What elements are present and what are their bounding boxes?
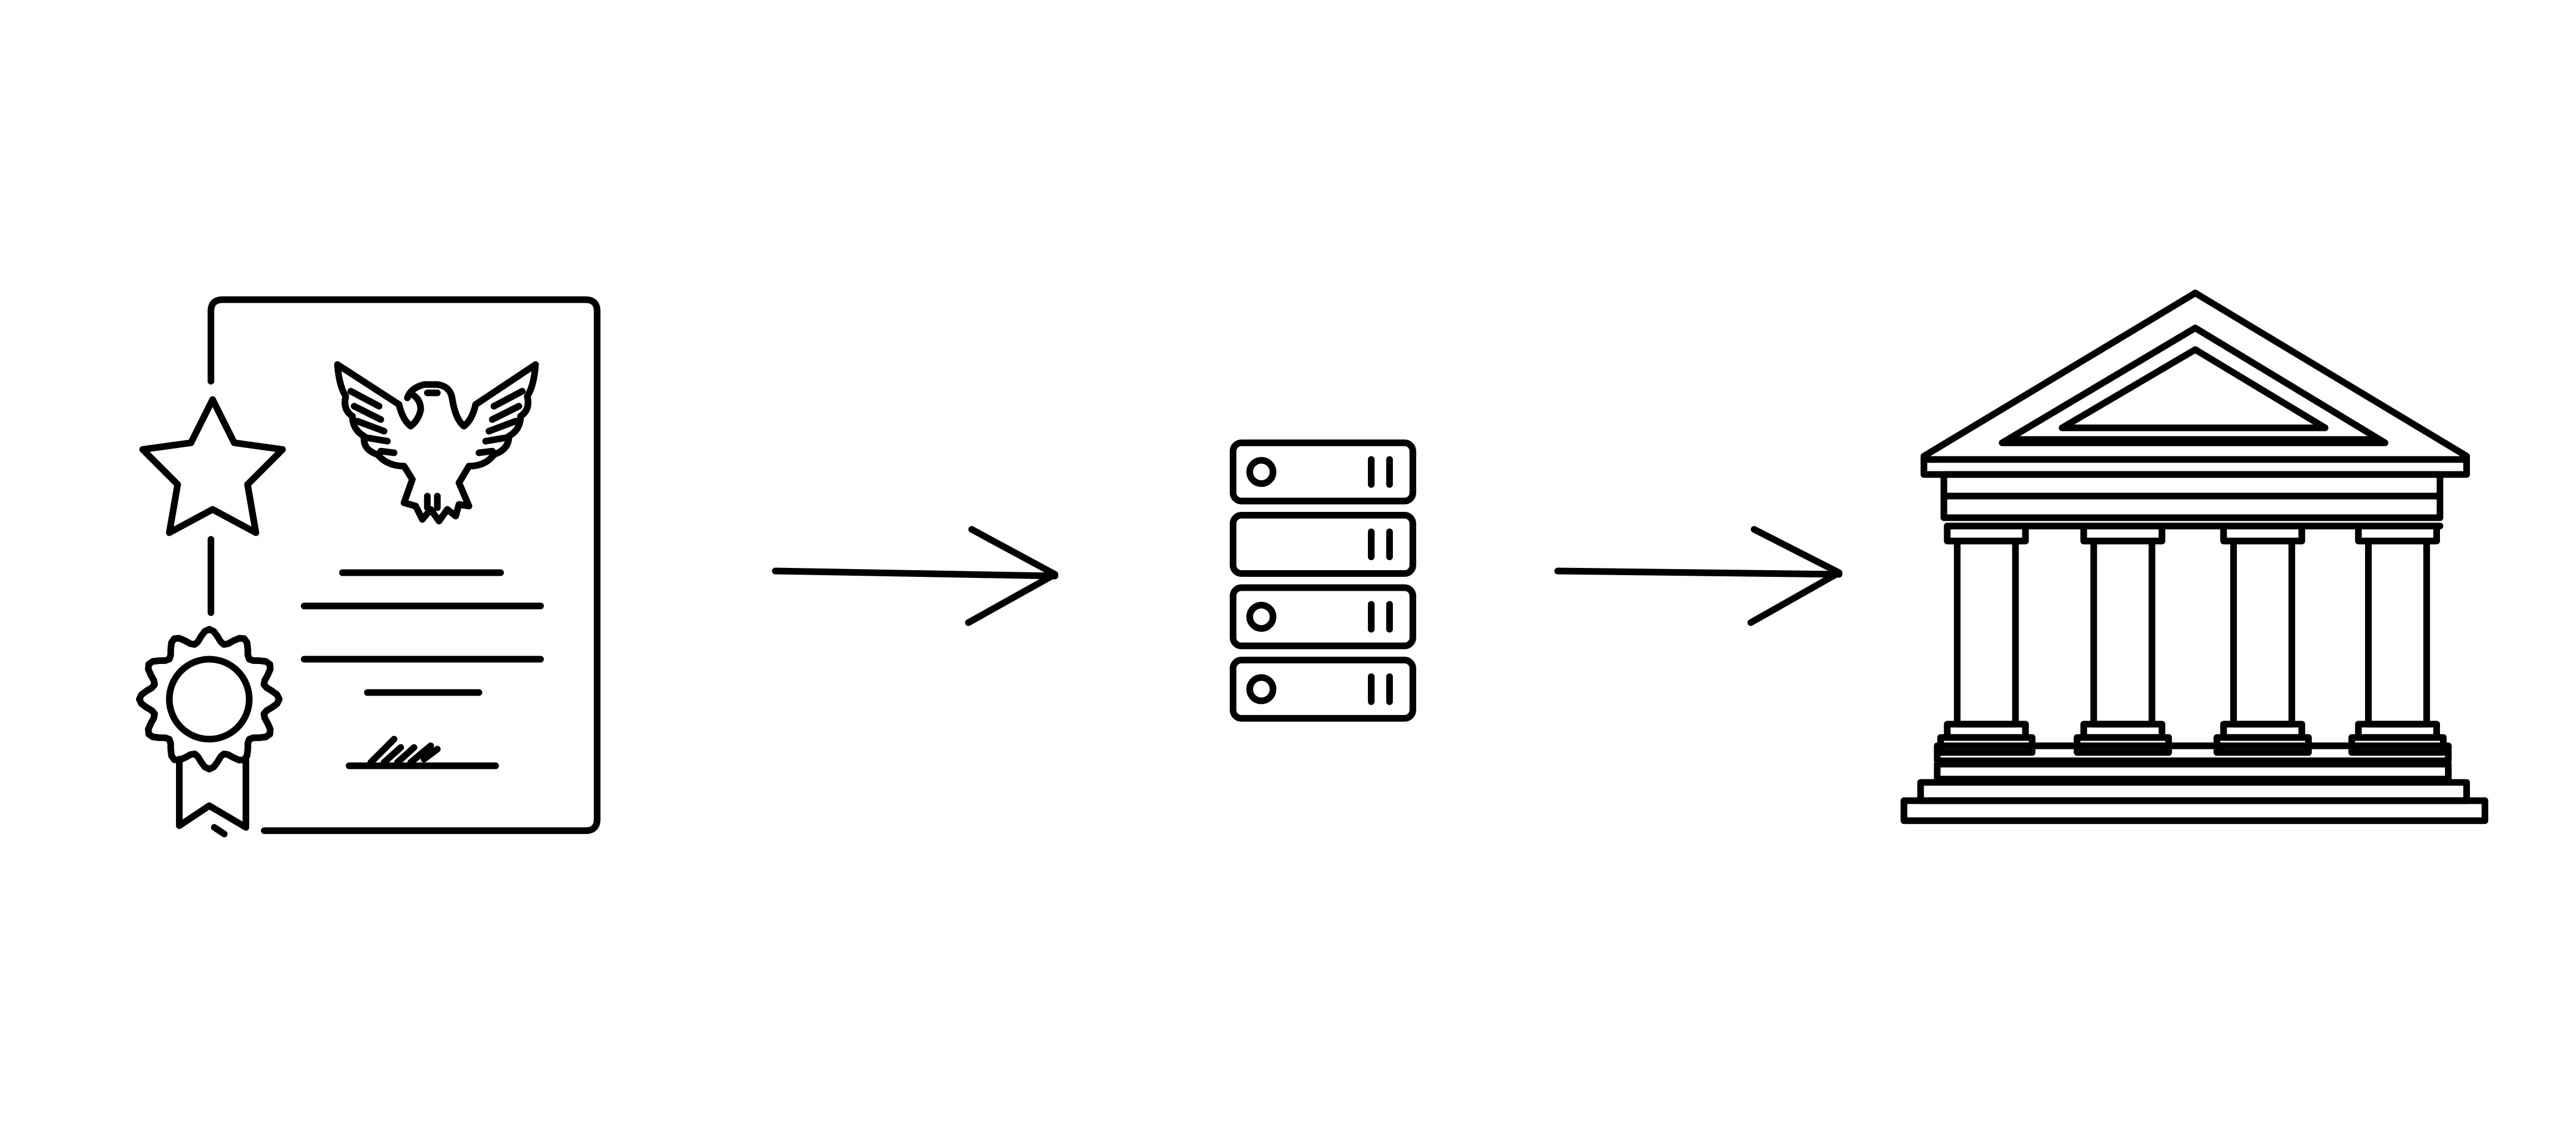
status-led-icon [1246, 457, 1277, 487]
server-unit [1230, 584, 1416, 650]
award-ribbon-icon [136, 626, 283, 838]
arrow-head [1747, 526, 1843, 626]
base-step [1934, 761, 2452, 783]
seal-inner-circle [165, 656, 253, 743]
roof-inner-triangle-small [2059, 346, 2329, 431]
base-step [1900, 797, 2488, 824]
column-shaft [2230, 537, 2296, 728]
server-unit-frame [1230, 656, 1416, 722]
column [2074, 522, 2172, 756]
eagle-left-feathers [347, 388, 398, 456]
entablature-bottom [1940, 492, 2443, 521]
column-shaft [2090, 537, 2156, 728]
arrow-shaft [1554, 567, 1843, 578]
ribbon-curl [210, 824, 228, 838]
arrow-shaft [772, 567, 1059, 580]
government-building-icon [1900, 289, 2488, 824]
certificate-icon [136, 296, 601, 838]
server-unit-frame [1230, 584, 1416, 650]
column-shaft [1954, 537, 2019, 728]
certificate-text-lines [300, 569, 544, 696]
eagle-emblem-icon [334, 361, 539, 525]
ribbon-tails [175, 756, 249, 831]
document-outline [207, 296, 601, 834]
arrow-head [965, 526, 1059, 626]
arrow-right-icon [772, 526, 1059, 626]
server-stack-icon [1230, 439, 1416, 722]
column-shaft [2365, 537, 2430, 728]
server-unit [1230, 512, 1416, 577]
seal-scalloped-edge [136, 626, 283, 773]
column [2348, 522, 2447, 756]
server-unit-frame [1230, 512, 1416, 577]
eagle-left-wing-outer [334, 361, 539, 525]
server-unit [1230, 656, 1416, 722]
signature-icon [345, 736, 499, 769]
roof-pediment [1920, 289, 2470, 478]
status-led-icon [1246, 601, 1277, 632]
server-unit [1230, 439, 1416, 505]
arrow-right-icon [1554, 526, 1843, 626]
eagle-left-wing [334, 361, 424, 430]
star-icon [139, 396, 286, 536]
signature-scribble [367, 736, 441, 766]
status-led-icon [1246, 674, 1277, 705]
column [1937, 522, 2036, 756]
column [2213, 522, 2312, 756]
eagle-right-feathers [475, 388, 526, 456]
eagle-talon-marks [424, 492, 441, 511]
server-unit-frame [1230, 439, 1416, 505]
building-columns [1937, 522, 2447, 756]
